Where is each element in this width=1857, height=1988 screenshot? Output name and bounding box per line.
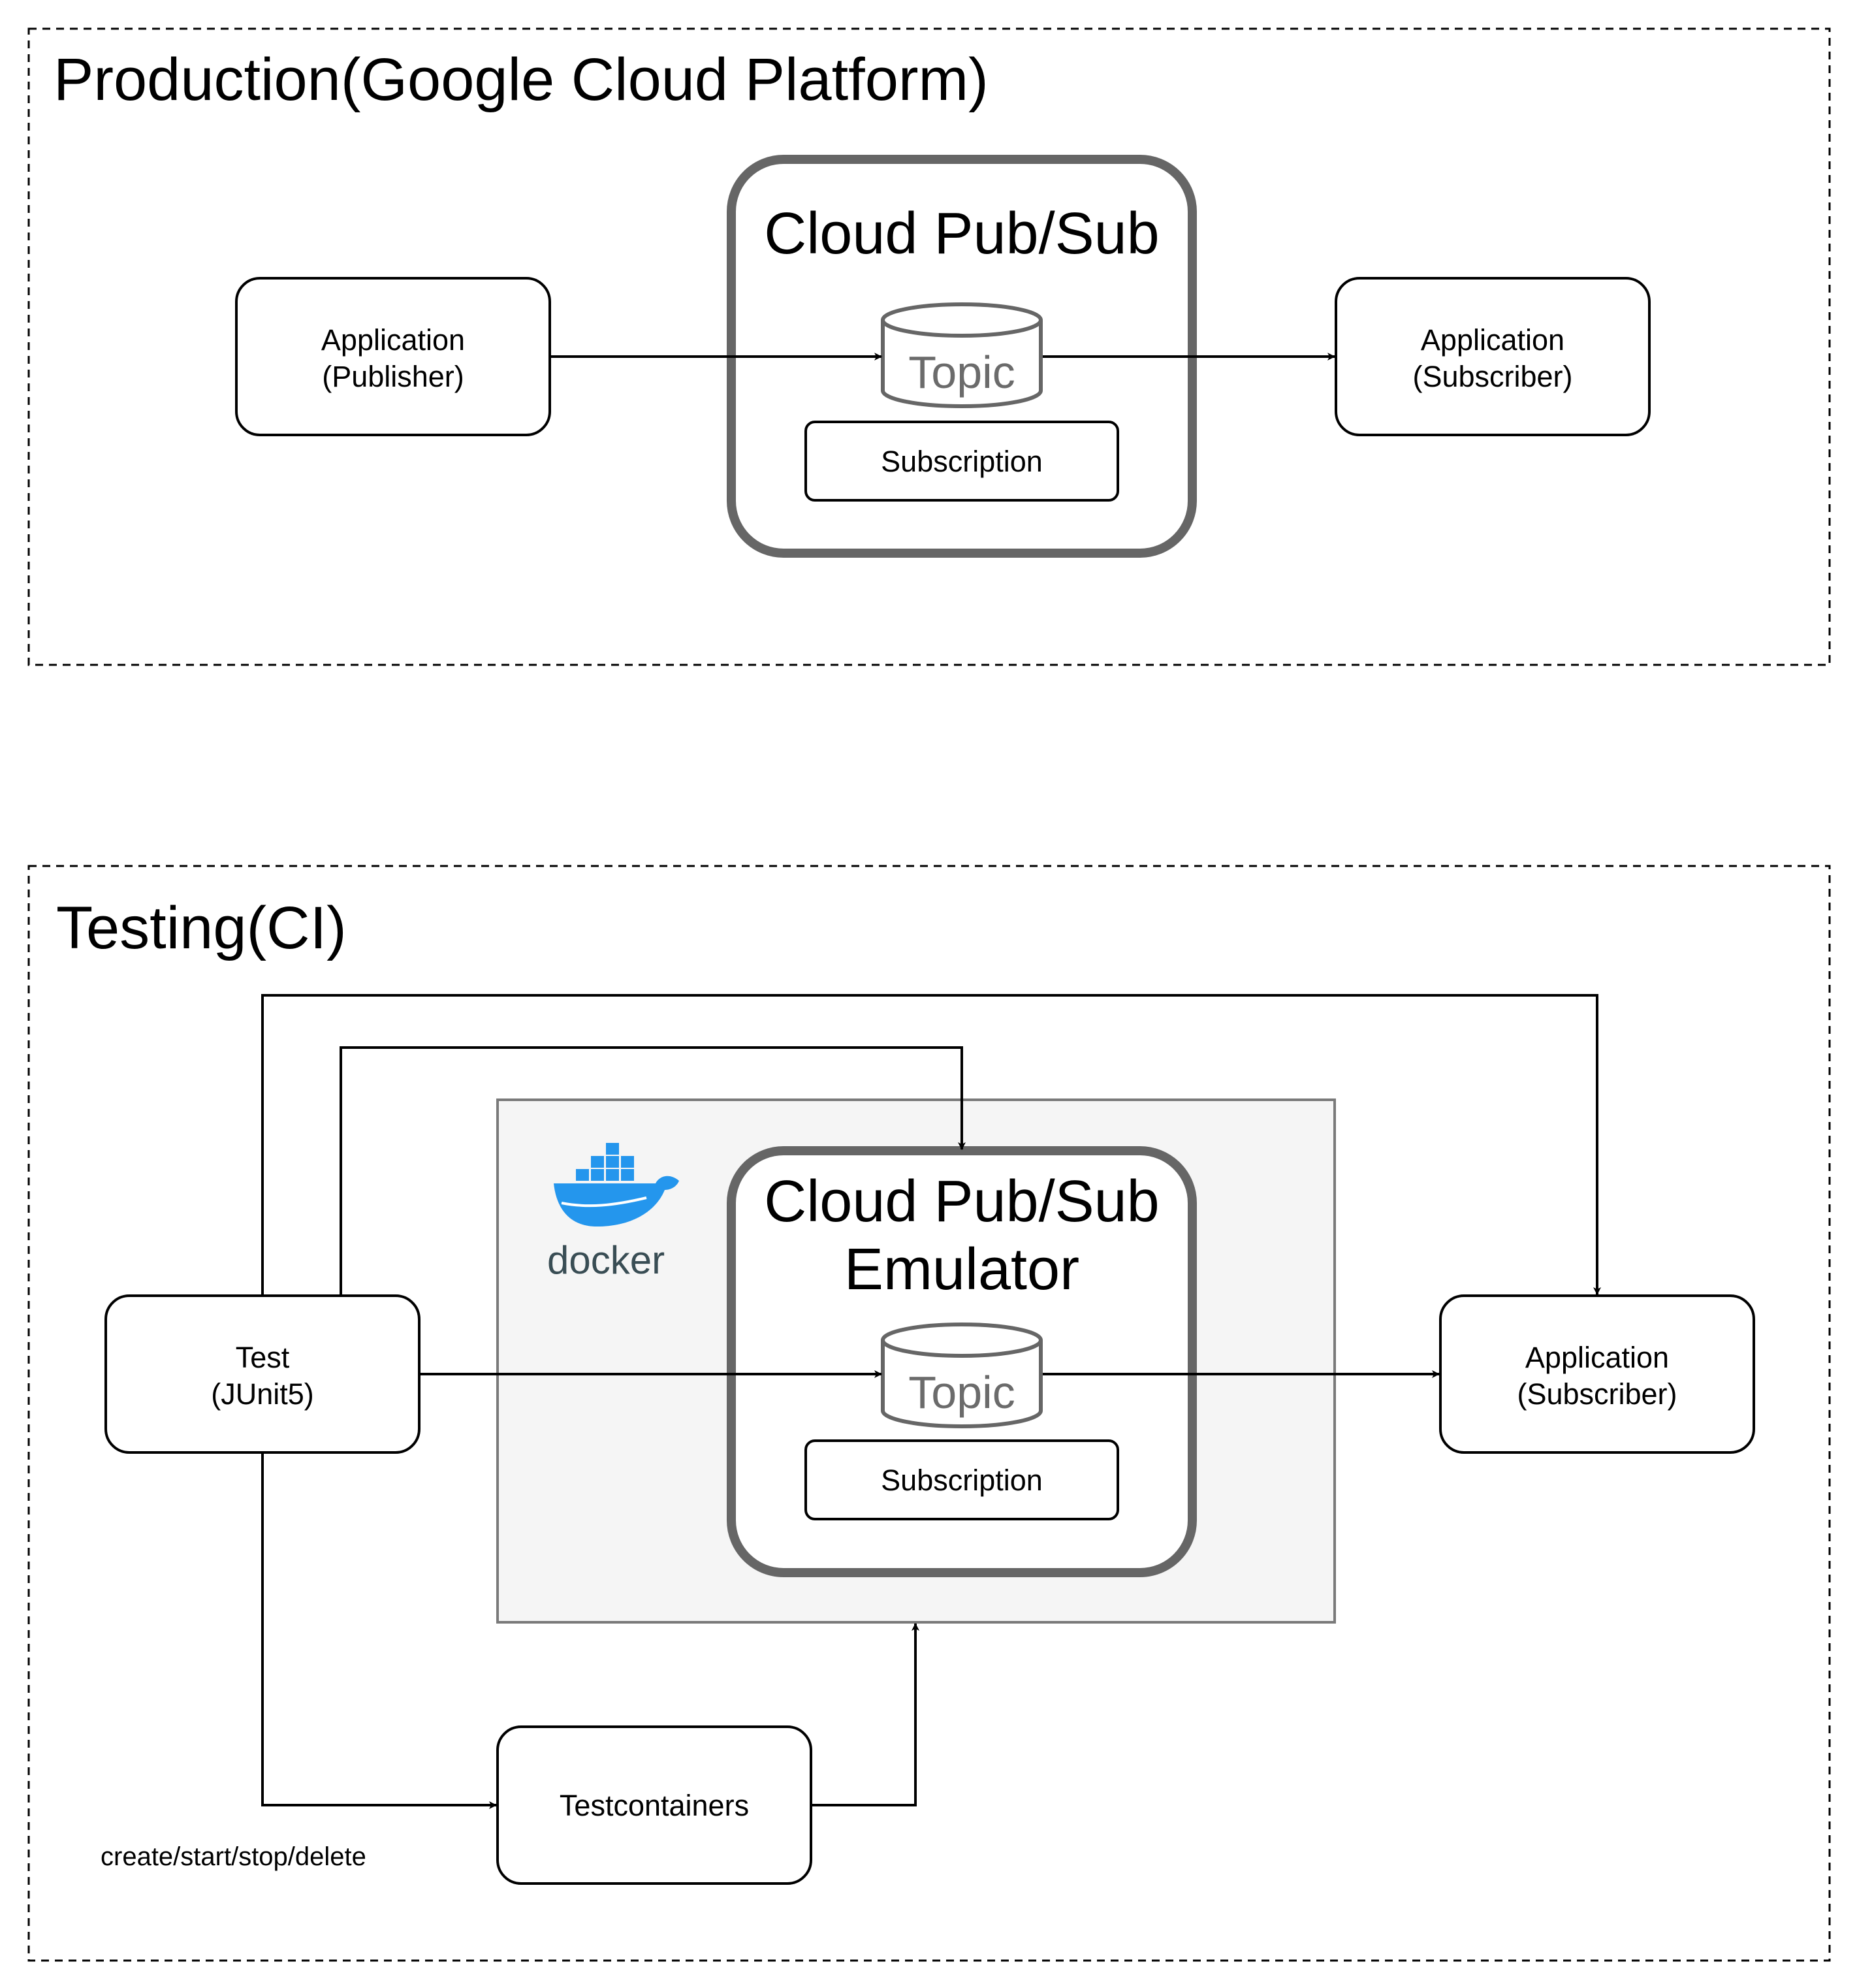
subscription-box <box>804 421 1119 502</box>
test-to-testcontainers-arrow <box>261 1452 497 1809</box>
test-subscriber-line1: Application <box>1525 1341 1669 1374</box>
test-subscription-box <box>804 1439 1119 1520</box>
test-topic-cylinder: Topic <box>881 1323 1043 1428</box>
testing-group: Testing(CI) docker Cloud Pub/Sub Emulato… <box>27 865 1831 1962</box>
testcontainers-label: Testcontainers <box>560 1789 749 1822</box>
test-subscription-label: Subscription <box>881 1464 1043 1497</box>
testing-boundary <box>27 865 1831 1962</box>
test-to-emulator-arrow <box>340 1046 966 1296</box>
topic-label: Topic <box>908 347 1015 398</box>
test-subscriber-line2: (Subscriber) <box>1517 1377 1677 1411</box>
emulator-title-line1: Cloud Pub/Sub <box>764 1169 1159 1234</box>
subscriber-app-line2: (Subscriber) <box>1412 360 1572 393</box>
testcontainers-to-docker-arrow <box>811 1623 919 1806</box>
publisher-app-line2: (Publisher) <box>322 360 464 393</box>
test-junit-line2: (JUnit5) <box>211 1377 314 1411</box>
docker-logo-text: docker <box>547 1238 665 1282</box>
production-title: Production(Google Cloud Platform) <box>54 46 989 113</box>
production-boundary <box>27 27 1831 666</box>
subscriber-app-line1: Application <box>1421 323 1564 357</box>
production-group: Production(Google Cloud Platform) Cloud … <box>27 27 1831 666</box>
topic-cylinder: Topic <box>881 302 1043 408</box>
emulator-title-line2: Emulator <box>844 1237 1079 1302</box>
test-to-subscriber-direct-arrow <box>261 994 1601 1296</box>
test-junit-box <box>104 1294 421 1454</box>
test-junit-line1: Test <box>236 1341 290 1374</box>
testing-title: Testing(CI) <box>56 895 347 961</box>
docker-logo-icon: docker <box>547 1143 679 1282</box>
lifecycle-label: create/start/stop/delete <box>101 1842 366 1871</box>
pubsub-title: Cloud Pub/Sub <box>764 201 1159 266</box>
subscription-label: Subscription <box>881 445 1043 478</box>
publisher-app-box <box>235 277 551 436</box>
test-topic-label: Topic <box>908 1367 1015 1418</box>
test-subscriber-app-box <box>1439 1294 1755 1454</box>
publisher-app-line1: Application <box>321 323 465 357</box>
subscriber-app-box <box>1335 277 1651 436</box>
